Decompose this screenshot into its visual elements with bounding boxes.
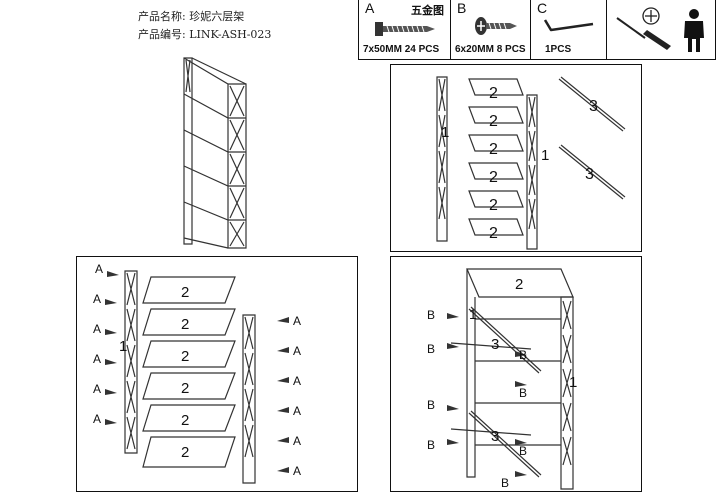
label-frame-rods-left: 1 bbox=[469, 306, 477, 322]
label-screw-a-l5: A bbox=[93, 382, 101, 396]
label-screw-a-l6: A bbox=[93, 412, 101, 426]
product-name-line: 产品名称: 珍妮六层架 bbox=[138, 8, 244, 24]
label-screw-b-7: B bbox=[519, 444, 527, 458]
step-rods-illustration: B B B B B B B B 2 1 1 3 3 bbox=[427, 268, 577, 490]
hardware-count-a: 24 PCS bbox=[404, 44, 440, 55]
panel-step-attach-rods: B B B B B B B B 2 1 1 3 3 bbox=[390, 256, 642, 492]
step-shelves-illustration: A A A A A A A A A A A A 2 2 2 2 2 2 1 bbox=[93, 262, 301, 484]
allen-key-icon bbox=[543, 19, 594, 32]
label-screw-a-l1: A bbox=[95, 262, 103, 276]
label-rod-2: 3 bbox=[585, 166, 594, 183]
label-shelf-2: 2 bbox=[489, 113, 498, 130]
label-frame-rods-right: 1 bbox=[569, 374, 577, 391]
hardware-size-b: 6x20MM bbox=[455, 44, 494, 55]
label-screw-b-2: B bbox=[427, 342, 435, 356]
label-screw-a-r4: A bbox=[293, 404, 301, 418]
label-frame-step: 1 bbox=[119, 338, 127, 355]
label-screw-b-3: B bbox=[427, 398, 435, 412]
label-screw-a-r5: A bbox=[293, 434, 301, 448]
label-screw-b-5: B bbox=[519, 348, 527, 362]
screwdriver-icon bbox=[616, 7, 671, 50]
hardware-letter-c: C bbox=[537, 0, 548, 16]
product-name-value: 珍妮六层架 bbox=[189, 10, 245, 23]
person-icon bbox=[684, 9, 704, 52]
label-shelf-5: 2 bbox=[489, 197, 498, 214]
product-name-label: 产品名称: bbox=[138, 10, 186, 23]
label-screw-a-l3: A bbox=[93, 322, 101, 336]
hardware-box-b: B 6x20MM 8 PCS bbox=[450, 0, 530, 60]
parts-illustration: 1 1 2 2 2 2 2 2 3 3 bbox=[436, 76, 626, 250]
label-screw-b-1: B bbox=[427, 308, 435, 322]
panel-step-attach-shelves: A A A A A A A A A A A A 2 2 2 2 2 2 1 bbox=[76, 256, 358, 492]
label-screw-a-r1: A bbox=[293, 314, 301, 328]
hardware-qty-a: 7x50MM 24 PCS bbox=[363, 44, 439, 55]
screw-b-icon bbox=[475, 17, 517, 35]
label-shelf-4: 2 bbox=[489, 169, 498, 186]
label-screw-b-4: B bbox=[427, 438, 435, 452]
label-shelf-s2: 2 bbox=[181, 316, 189, 333]
label-screw-a-l4: A bbox=[93, 352, 101, 366]
label-shelf-s6: 2 bbox=[181, 444, 189, 461]
hardware-box-c: C 1PCS bbox=[530, 0, 606, 60]
label-screw-a-r3: A bbox=[293, 374, 301, 388]
hardware-letter-a: A bbox=[365, 0, 375, 16]
panel-parts-overview: 1 1 2 2 2 2 2 2 3 3 bbox=[390, 64, 642, 252]
product-code-line: 产品编号: LINK-ASH-023 bbox=[138, 26, 271, 42]
label-shelf-s3: 2 bbox=[181, 348, 189, 365]
label-shelf-s4: 2 bbox=[181, 380, 189, 397]
label-rod-1: 3 bbox=[589, 98, 598, 115]
label-rod-step-1: 3 bbox=[491, 336, 499, 353]
label-frame-right: 1 bbox=[541, 147, 549, 164]
hardware-size-a: 7x50MM bbox=[363, 44, 402, 55]
label-shelf-6: 2 bbox=[489, 225, 498, 242]
hardware-qty-b: 6x20MM 8 PCS bbox=[455, 44, 526, 55]
assembled-shelf-preview bbox=[183, 57, 247, 249]
screw-a-icon bbox=[375, 22, 435, 36]
label-screw-a-l2: A bbox=[93, 292, 101, 306]
tools-box bbox=[606, 0, 716, 60]
label-frame-left: 1 bbox=[441, 124, 449, 141]
label-screw-b-6: B bbox=[519, 386, 527, 400]
label-shelf-s1: 2 bbox=[181, 284, 189, 301]
hardware-title: 五金图 bbox=[411, 4, 444, 17]
hardware-count-b: 8 PCS bbox=[496, 44, 526, 55]
label-shelf-3: 2 bbox=[489, 141, 498, 158]
hardware-letter-b: B bbox=[457, 0, 467, 16]
label-rod-step-2: 3 bbox=[491, 428, 499, 445]
hardware-box-a: A 五金图 7x50MM 24 PCS bbox=[358, 0, 450, 60]
label-screw-b-8: B bbox=[501, 476, 509, 490]
product-code-label: 产品编号: bbox=[138, 28, 186, 41]
label-shelf-1: 2 bbox=[489, 85, 498, 102]
product-code-value: LINK-ASH-023 bbox=[189, 28, 272, 41]
label-screw-a-r2: A bbox=[293, 344, 301, 358]
hardware-qty-c: 1PCS bbox=[545, 44, 572, 55]
label-screw-a-r6: A bbox=[293, 464, 301, 478]
label-shelf-s5: 2 bbox=[181, 412, 189, 429]
label-shelf-top: 2 bbox=[515, 276, 523, 293]
